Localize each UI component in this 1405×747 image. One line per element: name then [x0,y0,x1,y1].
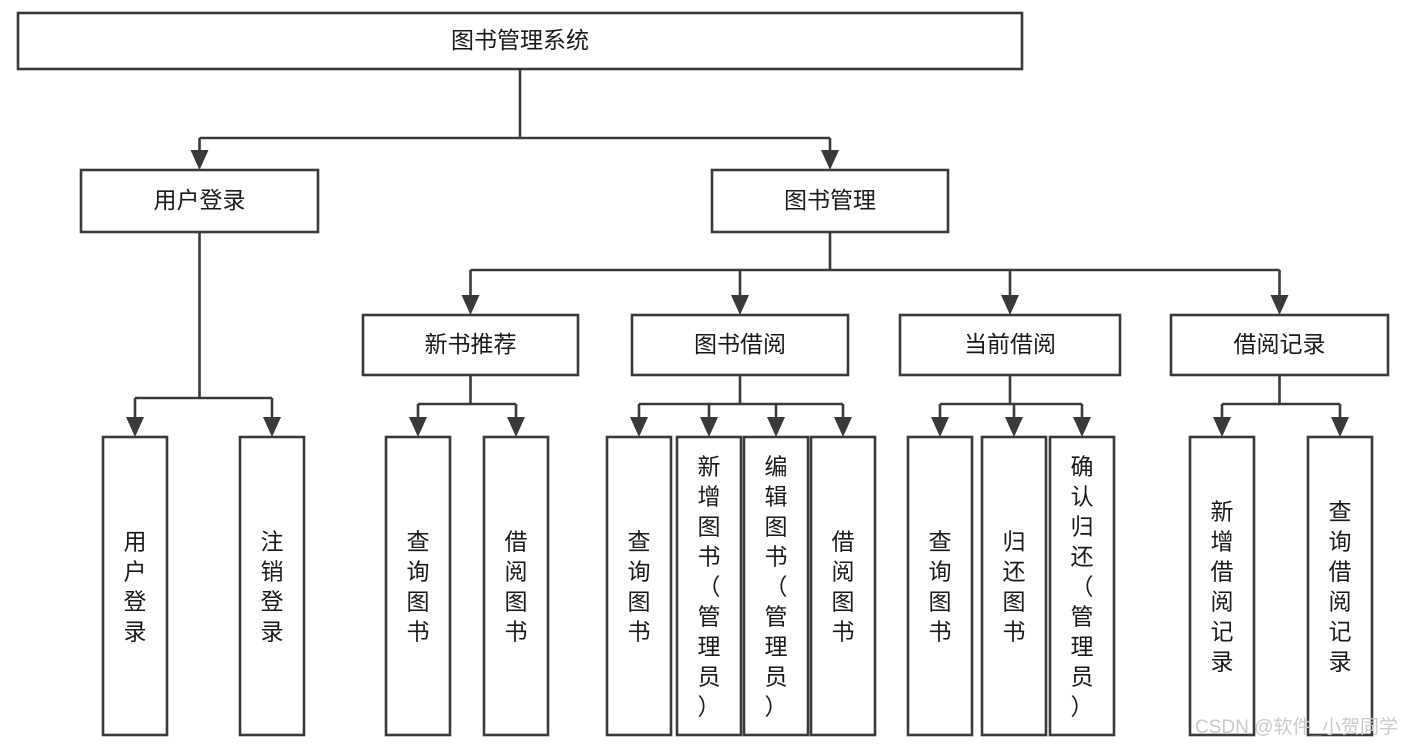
node-l2-0-leaf-1[interactable]: 注销登录 [238,435,306,737]
root-arrow-1 [821,150,839,170]
node-root-system-label: 图书管理系统 [451,27,589,53]
l3-2-arrow-1 [1005,417,1023,437]
l3-2-arrow-0 [931,417,949,437]
node-l3-1-leaf-2-label: 编辑图书（管理员） [765,453,788,719]
root-arrow-0 [190,150,209,170]
node-l3-2-leaf-2-label: 确认归还（管理员） [1071,453,1094,719]
l2-0-arrow-1 [263,417,281,437]
node-l3-1-leaf-0-box[interactable] [605,435,673,737]
node-l3-1-leaf-3[interactable]: 借阅图书 [809,435,877,737]
node-l3-1-leaf-1[interactable]: 新增图书（管理员） [675,435,743,737]
node-l3-3-leaf-1-box[interactable] [1306,435,1374,737]
node-l3-1-leaf-3-box[interactable] [809,435,877,737]
node-l3-2-leaf-0-label: 查询图书 [929,528,952,644]
node-l2-1-box[interactable] [710,168,950,234]
node-l3-2-leaf-1[interactable]: 归还图书 [980,435,1048,737]
node-l3-3-leaf-0-label: 新增借阅记录 [1211,498,1234,674]
l3-2-arrow-2 [1073,417,1091,437]
node-l3-1-leaf-2-box[interactable] [742,435,810,737]
node-l3-1-leaf-0-label: 查询图书 [628,528,651,644]
node-l2-0-label: 用户登录 [154,187,246,213]
l3-3-arrow-0 [1213,417,1231,437]
node-l3-3-leaf-1-label: 查询借阅记录 [1329,498,1352,674]
l3-0-arrow-1 [507,417,525,437]
node-root-system-box[interactable] [16,11,1024,71]
node-l3-2-box[interactable] [898,313,1122,377]
node-l3-1-leaf-3-label: 借阅图书 [832,528,855,644]
node-l3-2-label: 当前借阅 [964,331,1056,357]
node-l3-0-leaf-0[interactable]: 查询图书 [384,435,452,737]
bookmgmt-arrow-2 [1001,295,1019,315]
node-l2-0-leaf-0[interactable]: 用户登录 [101,435,169,737]
node-l3-2-leaf-0[interactable]: 查询图书 [906,435,974,737]
node-l2-0-leaf-1-label: 注销登录 [261,528,284,644]
node-l3-1-box[interactable] [630,313,850,377]
node-l3-0-leaf-1-box[interactable] [482,435,550,737]
bookmgmt-arrow-3 [1270,295,1289,315]
node-l3-3[interactable]: 借阅记录 [1169,313,1390,377]
node-l3-2-leaf-1-label: 归还图书 [1003,528,1026,644]
node-l2-0-leaf-0-label: 用户登录 [124,528,147,644]
node-l3-1-leaf-0[interactable]: 查询图书 [605,435,673,737]
csdn-watermark: CSDN @软件_小贺同学 [1195,716,1398,738]
node-l3-3-leaf-1[interactable]: 查询借阅记录 [1306,435,1374,737]
l3-1-arrow-0 [630,417,648,437]
node-l2-1-label: 图书管理 [784,187,876,213]
node-l2-0[interactable]: 用户登录 [79,168,320,234]
node-l3-2-leaf-0-box[interactable] [906,435,974,737]
node-l2-0-leaf-1-box[interactable] [238,435,306,737]
node-l3-0-leaf-1-label: 借阅图书 [505,528,528,644]
l3-0-arrow-0 [409,417,427,437]
l3-1-arrow-1 [700,417,718,437]
connector-layer [126,69,1349,437]
node-l3-3-leaf-0-box[interactable] [1188,435,1256,737]
node-l2-1[interactable]: 图书管理 [710,168,950,234]
node-l3-0-leaf-0-label: 查询图书 [407,528,430,644]
bookmgmt-arrow-1 [731,295,749,315]
node-l3-0-leaf-1[interactable]: 借阅图书 [482,435,550,737]
node-l2-0-box[interactable] [79,168,320,234]
l3-1-arrow-2 [767,417,785,437]
node-l3-1[interactable]: 图书借阅 [630,313,850,377]
node-l3-2-leaf-1-box[interactable] [980,435,1048,737]
node-l3-3-box[interactable] [1169,313,1390,377]
node-l3-1-leaf-1-box[interactable] [675,435,743,737]
node-l3-3-leaf-0[interactable]: 新增借阅记录 [1188,435,1256,737]
l2-0-arrow-0 [126,417,144,437]
node-layer: 图书管理系统用户登录用户登录注销登录图书管理新书推荐查询图书借阅图书图书借阅查询… [16,11,1390,737]
l3-1-arrow-3 [834,417,852,437]
node-l2-0-leaf-0-box[interactable] [101,435,169,737]
l3-3-arrow-1 [1331,417,1349,437]
node-l3-2-leaf-2-box[interactable] [1048,435,1116,737]
node-l3-2[interactable]: 当前借阅 [898,313,1122,377]
node-l3-0[interactable]: 新书推荐 [361,313,580,377]
node-root-system[interactable]: 图书管理系统 [16,11,1024,71]
node-l3-0-box[interactable] [361,313,580,377]
node-l3-0-leaf-0-box[interactable] [384,435,452,737]
node-l3-1-leaf-1-label: 新增图书（管理员） [698,453,721,719]
node-l3-2-leaf-2[interactable]: 确认归还（管理员） [1048,435,1116,737]
node-l3-3-label: 借阅记录 [1234,331,1326,357]
node-l3-1-leaf-2[interactable]: 编辑图书（管理员） [742,435,810,737]
bookmgmt-arrow-0 [461,295,480,315]
node-l3-1-label: 图书借阅 [694,331,786,357]
node-l3-0-label: 新书推荐 [425,331,517,357]
